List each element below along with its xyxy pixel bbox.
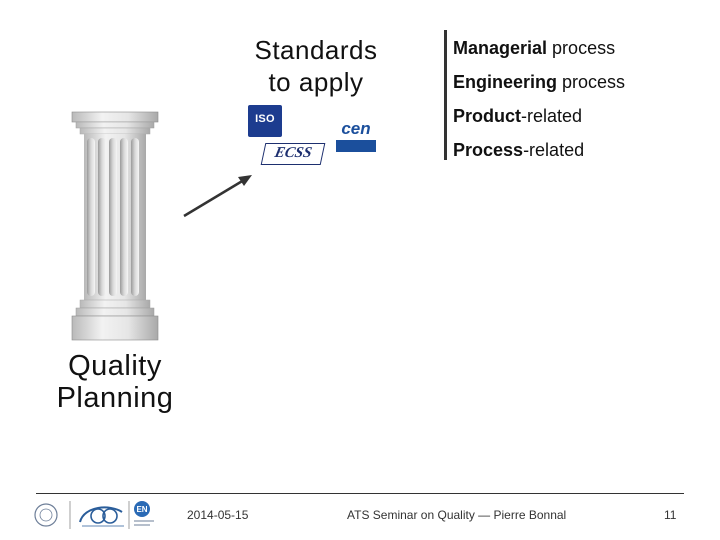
pillar-icon bbox=[71, 111, 159, 341]
process-item-bold: Product bbox=[453, 106, 522, 126]
quality-heading-line1: Quality bbox=[68, 350, 162, 382]
quality-heading-line2: Planning bbox=[56, 382, 174, 414]
quality-planning-heading: Quality Planning bbox=[30, 350, 200, 414]
process-item-process: Process-related bbox=[453, 133, 625, 167]
footer-title: ATS Seminar on Quality — Pierre Bonnal bbox=[347, 508, 567, 522]
process-item-product: Product-related bbox=[453, 99, 625, 133]
iso-logo-text: ISO bbox=[255, 113, 275, 125]
process-item-bold: Process bbox=[453, 140, 524, 160]
process-item-rest: process bbox=[557, 72, 626, 92]
cen-logo-text: cen bbox=[341, 119, 371, 138]
standards-heading-line1: Standards bbox=[254, 35, 378, 65]
process-item-rest: process bbox=[547, 38, 616, 58]
iso-logo: ISO bbox=[248, 105, 282, 137]
footer-divider bbox=[36, 493, 684, 494]
cern-logo-icon bbox=[34, 503, 58, 527]
process-item-rest: -related bbox=[521, 106, 583, 126]
footer-date: 2014-05-15 bbox=[187, 508, 249, 522]
process-item-bold: Engineering bbox=[453, 72, 558, 92]
process-item-engineering: Engineering process bbox=[453, 65, 625, 99]
standards-heading-line2: to apply bbox=[268, 67, 364, 97]
ecss-logo-text: ECSS bbox=[273, 145, 314, 161]
anniversary-logo-icon bbox=[79, 506, 124, 527]
process-item-managerial: Managerial process bbox=[453, 31, 625, 65]
arrow-icon bbox=[183, 175, 252, 218]
process-item-rest: -related bbox=[523, 140, 585, 160]
process-item-bold: Managerial bbox=[453, 38, 548, 58]
ecss-logo: ECSS bbox=[260, 143, 326, 165]
vertical-divider bbox=[444, 30, 447, 160]
en-logo-text: EN bbox=[136, 505, 147, 514]
process-list: Managerial process Engineering process P… bbox=[453, 31, 625, 167]
page-number: 11 bbox=[664, 508, 677, 522]
en-department-logo-icon: EN bbox=[134, 501, 154, 526]
cen-logo-bar bbox=[336, 140, 376, 152]
cen-logo: cen bbox=[336, 116, 376, 154]
standards-heading: Standards to apply bbox=[226, 34, 406, 98]
footer-logos: EN bbox=[34, 501, 154, 529]
